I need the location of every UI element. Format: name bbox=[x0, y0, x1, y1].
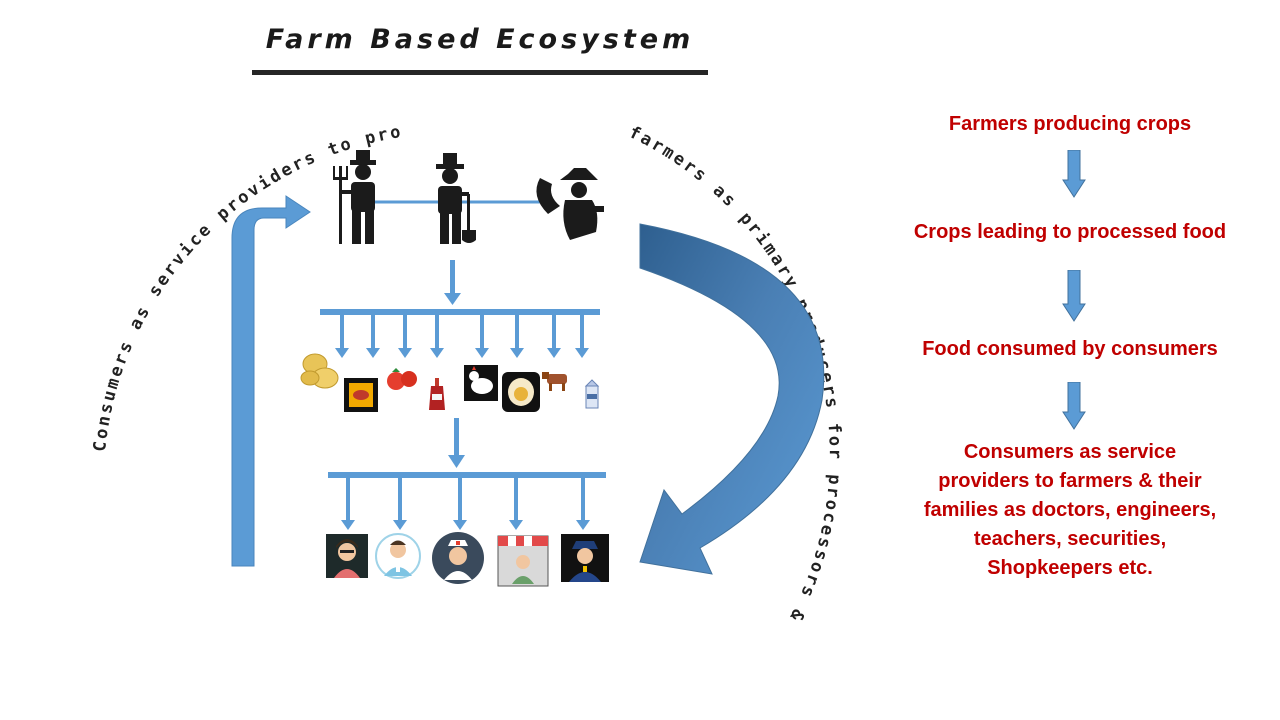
consumer-drop-arrow-stem bbox=[346, 478, 350, 521]
product-drop-arrow-head bbox=[335, 348, 349, 358]
product-drop-arrow-stem bbox=[435, 315, 439, 349]
product-drop-arrow-head bbox=[398, 348, 412, 358]
consumer-drop-arrow-stem bbox=[581, 478, 585, 521]
arc-label-right-path: farmers as primary producers for process… bbox=[0, 0, 842, 637]
product-drop-arrow-head bbox=[366, 348, 380, 358]
consumer-drop-arrow-stem bbox=[458, 478, 462, 521]
cow-icon bbox=[542, 372, 567, 391]
consumer-drop-arrow-head bbox=[341, 520, 355, 530]
consumer-drop-arrow-stem bbox=[398, 478, 402, 521]
down-arrow-icon bbox=[1062, 150, 1086, 198]
products-row bbox=[300, 353, 600, 412]
nurse-icon bbox=[432, 532, 484, 584]
flow-step-2: Crops leading to processed food bbox=[913, 221, 1227, 243]
teacher-icon bbox=[326, 534, 368, 578]
consumers-row bbox=[326, 532, 609, 587]
consumer-drop-arrow-stem bbox=[514, 478, 518, 521]
product-drop-arrow-stem bbox=[371, 315, 375, 349]
product-drop-arrow-head bbox=[475, 348, 489, 358]
consumer-drop-arrow-head bbox=[453, 520, 467, 530]
consumer-drop-arrow-head bbox=[393, 520, 407, 530]
doctor-icon bbox=[375, 533, 421, 579]
egg-icon bbox=[502, 372, 540, 412]
security-guard-icon bbox=[561, 534, 609, 582]
diagram-title: Farm Based Ecosystem bbox=[265, 24, 695, 55]
product-drop-arrow-head bbox=[430, 348, 444, 358]
product-drop-arrow-stem bbox=[515, 315, 519, 349]
farmers-to-consumers-arrow bbox=[639, 223, 825, 575]
product-drop-arrow-head bbox=[575, 348, 589, 358]
potatoes-icon bbox=[300, 353, 339, 389]
down-arrow-icon bbox=[1062, 270, 1086, 322]
tomatoes-icon bbox=[387, 368, 417, 390]
flow-step-1: Farmers producing crops bbox=[948, 113, 1192, 135]
title-underline bbox=[252, 70, 708, 75]
ketchup-bottle-icon bbox=[429, 378, 445, 410]
product-drop-arrow-head bbox=[547, 348, 561, 358]
farmer-with-pitchfork-icon bbox=[333, 150, 376, 244]
product-drop-arrow-stem bbox=[403, 315, 407, 349]
consumer-drop-arrow-head bbox=[509, 520, 523, 530]
farmer-with-shovel-icon bbox=[436, 153, 476, 244]
consumer-drop-arrow-head bbox=[576, 520, 590, 530]
arc-label-left: Consumers as service providers to proces… bbox=[0, 0, 404, 453]
flow-step-4: Consumers as service providers to farmer… bbox=[923, 441, 1217, 579]
farmers-to-products-connector bbox=[320, 260, 600, 358]
products-to-consumers-connector bbox=[328, 418, 606, 530]
arc-label-right: farmers as primary producers for process… bbox=[0, 0, 842, 637]
shopkeeper-icon bbox=[497, 535, 549, 587]
return-arrow bbox=[231, 195, 311, 567]
packaged-food-icon bbox=[344, 378, 378, 412]
product-drop-arrow-stem bbox=[480, 315, 484, 349]
farmer-with-sickle-icon bbox=[536, 168, 604, 240]
product-drop-arrow-stem bbox=[552, 315, 556, 349]
product-drop-arrow-stem bbox=[340, 315, 344, 349]
arc-label-left-path: Consumers as service providers to proces… bbox=[0, 0, 402, 453]
milk-carton-icon bbox=[584, 379, 600, 409]
flow-step-3: Food consumed by consumers bbox=[922, 338, 1218, 360]
product-drop-arrow-stem bbox=[580, 315, 584, 349]
down-arrow-icon bbox=[1062, 382, 1086, 430]
product-drop-arrow-head bbox=[510, 348, 524, 358]
chicken-icon bbox=[464, 365, 498, 401]
